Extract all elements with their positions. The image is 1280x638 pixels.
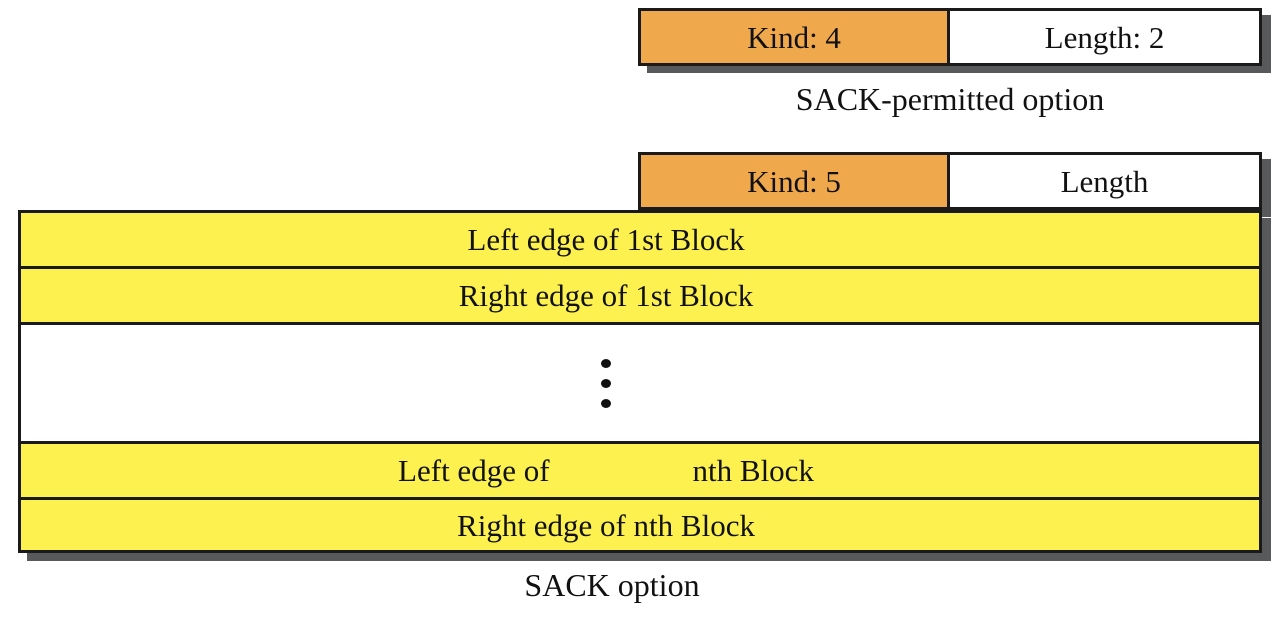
row-gap-spacer (550, 470, 693, 471)
more-blocks-row (21, 325, 1259, 444)
vertical-ellipsis-icon (601, 358, 611, 408)
left-edge-1st-block-label: Left edge of 1st Block (467, 222, 745, 257)
kind-5-label: Kind: 5 (747, 163, 841, 199)
right-edge-nth-block-row: Right edge of nth Block (21, 500, 1259, 550)
kind-4-label: Kind: 4 (747, 19, 841, 55)
right-edge-1st-block-label: Right edge of 1st Block (458, 278, 754, 313)
length-label: Length (1060, 163, 1149, 199)
left-edge-1st-block-row: Left edge of 1st Block (21, 213, 1259, 269)
kind-5-cell: Kind: 5 (641, 155, 950, 207)
length-2-cell: Length: 2 (950, 11, 1259, 63)
length-cell: Length (950, 155, 1259, 207)
sack-permitted-option-box: Kind: 4 Length: 2 (638, 8, 1262, 66)
sack-option-block: Left edge of 1st Block Right edge of 1st… (18, 210, 1262, 553)
sack-permitted-caption: SACK-permitted option (795, 81, 1105, 117)
left-edge-nth-block-row: Left edge of nth Block (21, 444, 1259, 500)
left-edge-nth-block-label-suffix: nth Block (692, 453, 814, 488)
length-2-label: Length: 2 (1044, 19, 1165, 55)
sack-option-caption: SACK option (524, 567, 700, 603)
kind-4-cell: Kind: 4 (641, 11, 950, 63)
sack-option-header-box: Kind: 5 Length (638, 152, 1262, 210)
right-edge-nth-block-label: Right edge of nth Block (457, 507, 755, 543)
right-edge-1st-block-row: Right edge of 1st Block (21, 269, 1259, 325)
left-edge-nth-block-label-prefix: Left edge of (398, 453, 550, 488)
